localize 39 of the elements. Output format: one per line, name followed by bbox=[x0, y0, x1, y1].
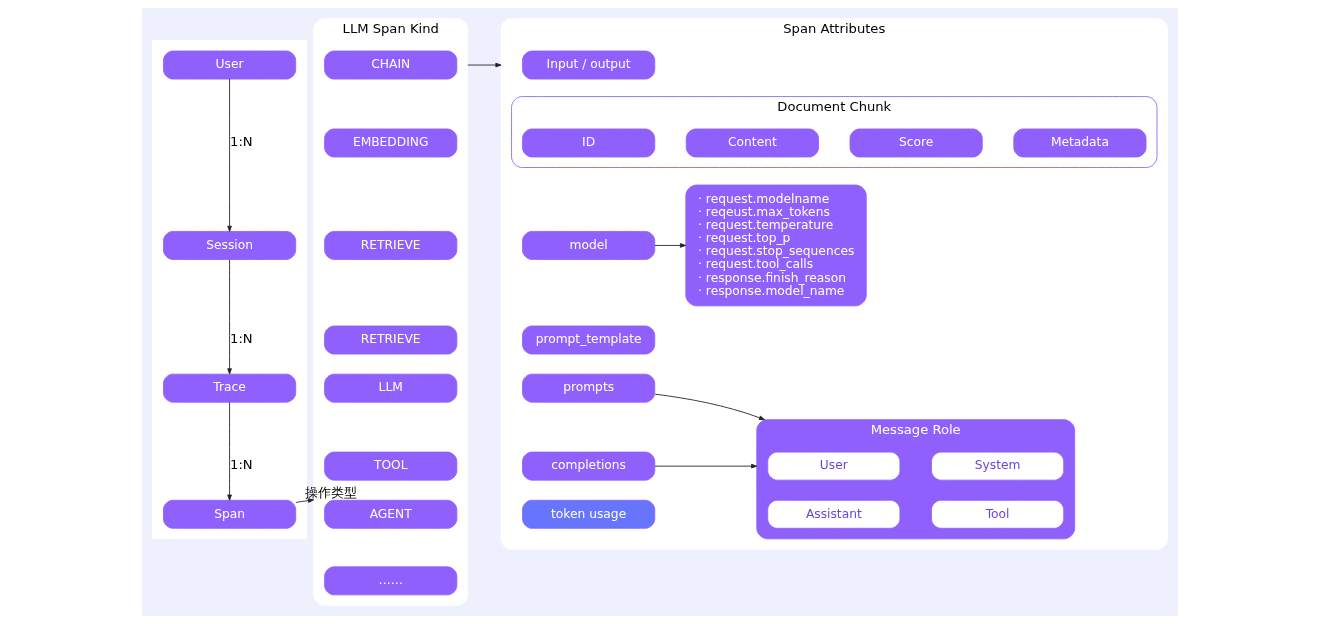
node-box: Trace bbox=[162, 373, 296, 403]
node-box: model bbox=[521, 231, 655, 260]
node-box: Input / output bbox=[521, 50, 655, 80]
node-box: RETRIEVE bbox=[323, 231, 457, 260]
node-box: prompts bbox=[521, 373, 655, 403]
node-box: Content bbox=[685, 128, 819, 158]
node-box: ID bbox=[521, 128, 655, 158]
arrow bbox=[226, 401, 232, 501]
node-box: System bbox=[930, 451, 1064, 481]
arrow bbox=[654, 393, 765, 421]
edge-label: 1:N bbox=[229, 134, 253, 150]
node-box: completions bbox=[521, 451, 655, 481]
arrow bbox=[654, 463, 757, 469]
edge-label: 操作类型 bbox=[304, 484, 357, 500]
node-box: AGENT bbox=[323, 499, 457, 529]
node-box: Span bbox=[162, 499, 296, 529]
node-box: Metadata bbox=[1012, 128, 1146, 158]
node-box: TOOL bbox=[323, 451, 457, 481]
node-box: CHAIN bbox=[323, 50, 457, 80]
node-box: Session bbox=[162, 231, 296, 260]
node-box: Assistant bbox=[766, 499, 900, 529]
node-box: LLM bbox=[323, 373, 457, 403]
node-box: token usage bbox=[521, 499, 655, 529]
node-box: · request.modelname · reqeust.max_tokens · request.temperature · request.top_p · request.stop_sequences · request.tool_calls · response.finish_reason · response.model_name bbox=[684, 184, 867, 307]
node-box: RETRIEVE bbox=[323, 325, 457, 355]
node-box: Score bbox=[849, 128, 983, 158]
arrow bbox=[226, 78, 232, 232]
arrow bbox=[226, 259, 232, 375]
arrow bbox=[653, 243, 686, 248]
edge-label: 1:N bbox=[229, 331, 253, 347]
node-box: prompt_template bbox=[521, 325, 655, 355]
edge-label: 1:N bbox=[229, 457, 253, 473]
node-box: EMBEDDING bbox=[323, 128, 457, 158]
node-box: …… bbox=[323, 566, 457, 596]
node-box: User bbox=[766, 451, 900, 481]
arrow bbox=[295, 498, 314, 503]
node-box: User bbox=[162, 50, 296, 80]
arrow bbox=[466, 62, 501, 68]
node-box: Tool bbox=[930, 499, 1064, 529]
